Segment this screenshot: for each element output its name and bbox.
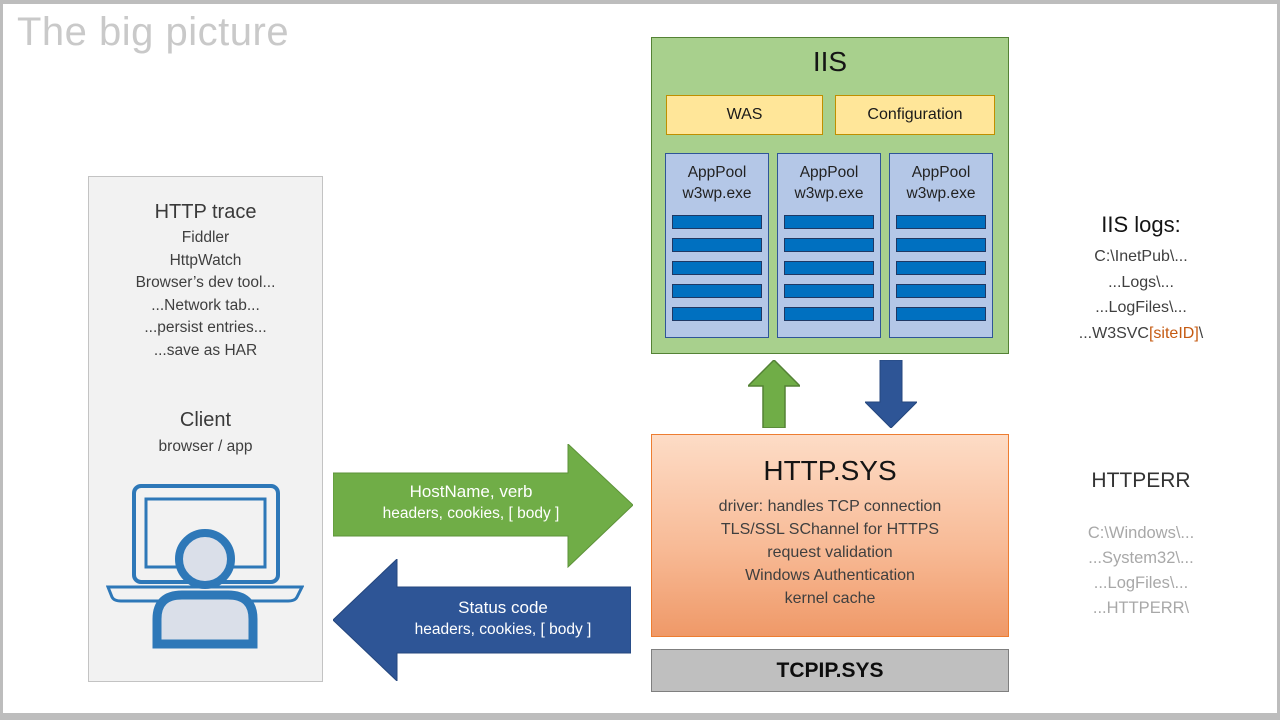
w3svc-prefix: ...W3SVC — [1078, 324, 1149, 342]
http-trace-title: HTTP trace — [154, 201, 257, 223]
request-line1: HostName, verb — [409, 482, 533, 501]
httperr-path: ...HTTPERR\ — [1092, 599, 1190, 617]
iis-logs-path: C:\InetPub\... — [1094, 248, 1188, 265]
httperr-title: HTTPERR — [1091, 469, 1191, 492]
worker-bar — [784, 215, 874, 229]
worker-bar — [672, 261, 762, 275]
worker-bar — [784, 284, 874, 298]
request-arrow — [333, 444, 633, 568]
http-sys-features: driver: handles TCP connection TLS/SSL S… — [652, 495, 1008, 610]
was-box: WAS — [666, 95, 823, 135]
apppool-label: AppPool — [911, 164, 971, 181]
http-sys-feature: driver: handles TCP connection — [718, 498, 942, 515]
worker-bar — [784, 238, 874, 252]
worker-bar — [896, 238, 986, 252]
trace-line: Browser’s dev tool... — [135, 274, 276, 291]
response-arrow-text: Status code headers, cookies, [ body ] — [375, 596, 631, 641]
iis-logs-path: ...Logs\... — [1108, 273, 1174, 291]
http-sys-title: HTTP.SYS — [763, 455, 897, 486]
worker-bar — [672, 307, 762, 321]
worker-bar — [896, 215, 986, 229]
trace-line: ...Network tab... — [151, 296, 260, 314]
apppool-box: AppPool w3wp.exe — [777, 153, 881, 338]
down-arrow-icon — [865, 360, 917, 428]
http-sys-feature: TLS/SSL SChannel for HTTPS — [720, 521, 940, 538]
worker-bars — [672, 215, 762, 330]
worker-bar — [672, 215, 762, 229]
siteid-highlight: [siteID] — [1148, 324, 1199, 342]
trace-line: HttpWatch — [169, 251, 242, 269]
worker-bar — [784, 261, 874, 275]
http-sys-feature: Windows Authentication — [745, 567, 915, 584]
http-sys-feature: request validation — [767, 544, 893, 561]
configuration-label: Configuration — [867, 106, 963, 123]
httperr-path: C:\Windows\... — [1087, 524, 1195, 542]
tcpip-label: TCPIP.SYS — [776, 658, 884, 682]
worker-bar — [784, 307, 874, 321]
w3svc-suffix: \ — [1198, 324, 1204, 342]
trace-line: ...persist entries... — [144, 319, 267, 336]
http-sys-feature: kernel cache — [784, 590, 876, 607]
response-line1: Status code — [458, 598, 548, 617]
trace-line: Fiddler — [181, 229, 230, 246]
worker-bar — [896, 261, 986, 275]
client-subtitle: browser / app — [158, 438, 253, 455]
worker-bar — [896, 284, 986, 298]
w3wp-label: w3wp.exe — [682, 185, 752, 202]
apppool-box: AppPool w3wp.exe — [665, 153, 769, 338]
apppool-box: AppPool w3wp.exe — [889, 153, 993, 338]
worker-bars — [896, 215, 986, 330]
iis-box: IIS WAS Configuration AppPool w3wp.exe A… — [651, 37, 1009, 354]
iis-logs-title: IIS logs: — [1101, 212, 1181, 237]
httperr-block: HTTPERR C:\Windows\... ...System32\... .… — [1039, 469, 1243, 621]
iis-logs-block: IIS logs: C:\InetPub\... ...Logs\... ...… — [1039, 212, 1243, 346]
up-arrow-icon — [748, 360, 800, 428]
http-trace-list: Fiddler HttpWatch Browser’s dev tool... … — [89, 227, 322, 362]
tcpip-box: TCPIP.SYS — [651, 649, 1009, 692]
w3wp-label: w3wp.exe — [906, 185, 976, 202]
apppool-label: AppPool — [799, 164, 859, 181]
request-line2: headers, cookies, [ body ] — [382, 505, 560, 522]
client-laptop-user-icon — [106, 484, 304, 649]
response-arrow — [333, 559, 631, 681]
slide-title: The big picture — [17, 10, 290, 54]
iis-logs-path: ...LogFiles\... — [1095, 299, 1187, 316]
worker-bars — [784, 215, 874, 330]
http-trace-panel: HTTP trace Fiddler HttpWatch Browser’s d… — [88, 176, 323, 682]
iis-title: IIS — [812, 46, 848, 77]
httperr-path: ...LogFiles\... — [1093, 574, 1189, 592]
client-title: Client — [179, 409, 232, 431]
trace-line: ...save as HAR — [153, 341, 258, 359]
w3wp-label: w3wp.exe — [794, 185, 864, 202]
response-line2: headers, cookies, [ body ] — [414, 621, 592, 638]
was-label: WAS — [726, 106, 763, 123]
iis-logs-path-w3svc: ...W3SVC[siteID]\ — [1039, 321, 1243, 347]
worker-bar — [672, 284, 762, 298]
worker-bar — [672, 238, 762, 252]
http-sys-box: HTTP.SYS driver: handles TCP connection … — [651, 434, 1009, 637]
configuration-box: Configuration — [835, 95, 995, 135]
request-arrow-text: HostName, verb headers, cookies, [ body … — [333, 480, 609, 525]
apppool-label: AppPool — [687, 164, 747, 181]
httperr-path: ...System32\... — [1088, 549, 1194, 567]
worker-bar — [896, 307, 986, 321]
